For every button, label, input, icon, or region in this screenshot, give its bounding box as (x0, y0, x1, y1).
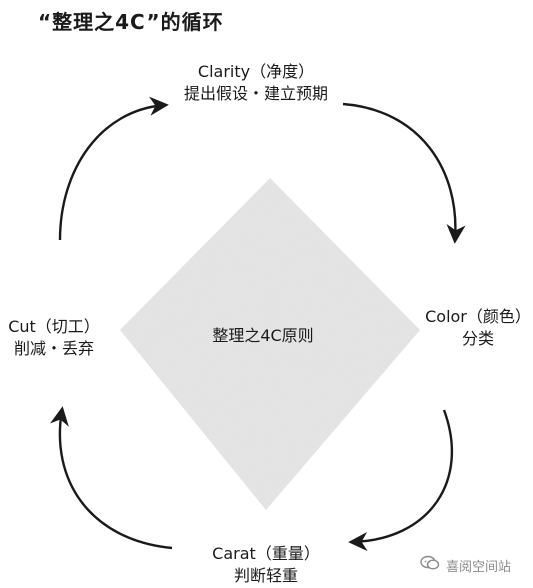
watermark-text: 喜阅空间站 (446, 559, 512, 575)
watermark: 喜阅空间站 (420, 555, 511, 575)
node-color-desc: 分类 (461, 329, 494, 348)
node-clarity-name: Clarity（净度） (197, 62, 315, 81)
node-clarity-desc: 提出假设・建立预期 (183, 84, 329, 103)
node-carat: Carat（重量） 判断轻重 (212, 543, 320, 587)
center-diamond-texture (120, 178, 420, 510)
node-cut: Cut（切工） 削减・丢弃 (8, 316, 100, 360)
node-carat-desc: 判断轻重 (233, 566, 299, 585)
node-color-name: Color（颜色） (425, 307, 531, 326)
arrow-clarity-to-color (342, 102, 466, 244)
speech-bubble-icon (420, 555, 440, 575)
arrow-carat-to-cut (49, 406, 173, 550)
node-clarity: Clarity（净度） 提出假设・建立预期 (184, 61, 328, 105)
diagram-title: “整理之4C”的循环 (38, 10, 224, 34)
node-cut-desc: 削减・丢弃 (13, 339, 94, 358)
arrow-color-to-carat (348, 409, 454, 552)
node-cut-name: Cut（切工） (8, 317, 100, 336)
node-color: Color（颜色） 分类 (425, 306, 531, 350)
node-carat-name: Carat（重量） (212, 544, 320, 563)
center-label: 整理之4C原则 (212, 326, 314, 345)
arrow-cut-to-clarity (58, 96, 169, 241)
